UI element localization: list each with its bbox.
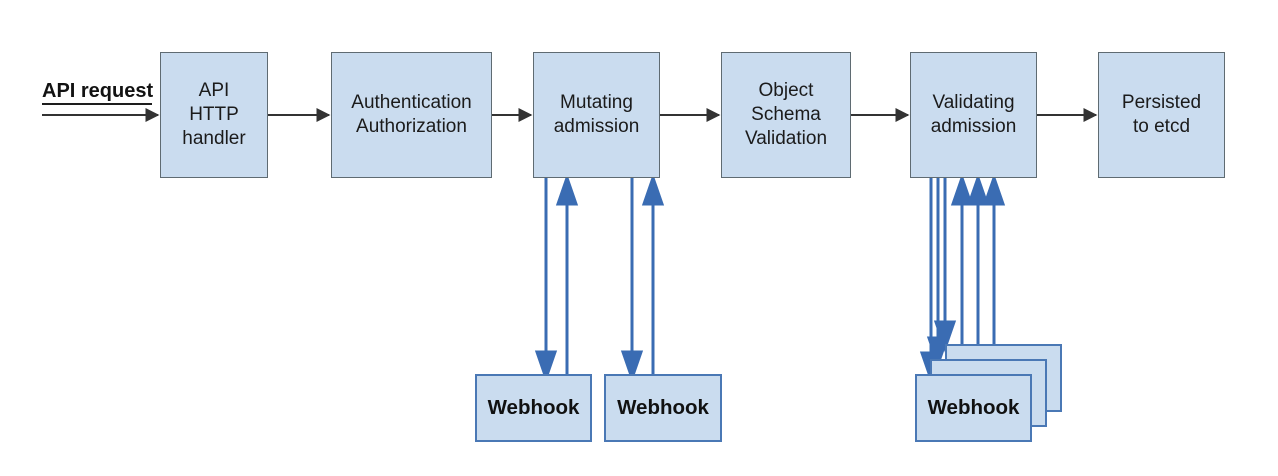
stage-box-authentication[interactable]: Authentication Authorization [331, 52, 492, 178]
mutating-webhook-2-arrows [620, 173, 665, 383]
validating-webhook-return-arrows [950, 173, 1006, 379]
webhook-label-mutating-2: Webhook [617, 396, 709, 419]
stage-label-mutating-admission: Mutating admission [553, 91, 640, 137]
stage-label-validating-admission: Validating admission [930, 91, 1017, 137]
arrow-mutating-return-2 [641, 173, 665, 378]
webhook-box-mutating-2[interactable]: Webhook [604, 374, 722, 442]
arrow-mutating-call-2 [620, 178, 644, 383]
stage-box-mutating-admission[interactable]: Mutating admission [533, 52, 660, 178]
entry-label: API request [42, 80, 154, 102]
stage-box-validating-admission[interactable]: Validating admission [910, 52, 1037, 178]
stage-label-authentication: Authentication Authorization [351, 91, 472, 137]
arrow-validating-return-3 [982, 173, 1006, 348]
arrow-validating-return-2 [966, 173, 990, 364]
arrow-mutating-call-1 [534, 178, 558, 383]
stage-box-api-http-handler[interactable]: API HTTP handler [160, 52, 268, 178]
stage-label-object-schema: Object Schema Validation [744, 79, 828, 150]
mutating-webhook-1-arrows [534, 173, 579, 383]
stage-label-persisted-to-etcd: Persisted to etcd [1121, 91, 1202, 137]
webhook-box-validating-1[interactable]: Webhook [915, 374, 1032, 442]
arrow-mutating-return-1 [555, 173, 579, 378]
flow-arrows [42, 103, 1098, 122]
webhook-label-validating-1: Webhook [927, 396, 1020, 419]
webhook-label-mutating-1: Webhook [487, 396, 580, 419]
webhook-box-mutating-1[interactable]: Webhook [475, 374, 592, 442]
stage-box-persisted-to-etcd[interactable]: Persisted to etcd [1098, 52, 1225, 178]
stage-box-object-schema[interactable]: Object Schema Validation [721, 52, 851, 178]
stage-label-api-http-handler: API HTTP handler [182, 79, 246, 150]
